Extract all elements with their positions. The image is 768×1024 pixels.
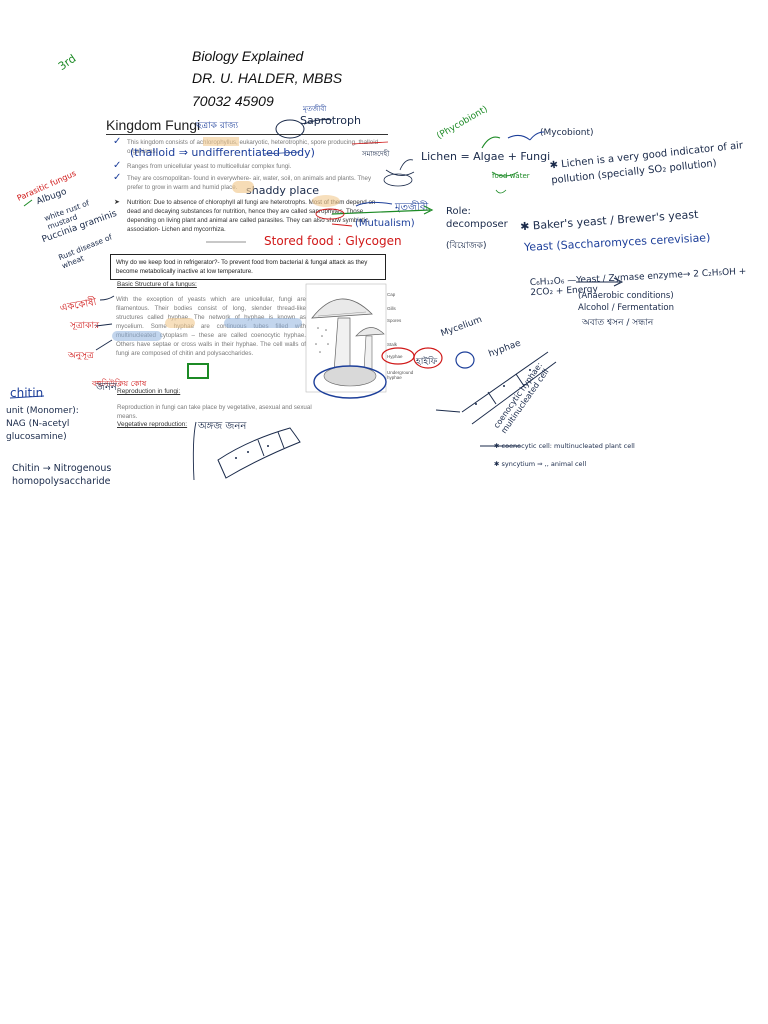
chitin-unit: unit (Monomer): NAG (N-acetyl glucosamin… [6,406,79,442]
fungal-reproduction-note: জনন [96,382,117,393]
coenocytic-note: বহুনিউক্লিয় কোষ [92,379,147,388]
stored-food-label: Stored food : Glycogen [264,234,402,248]
anaerobic-bengali: অবাত শ্বসন / সন্ধান [582,318,654,328]
highlight-hyphae [224,318,302,328]
chitin-definition: Chitin → Nitrogenous homopolysaccharide [12,463,112,487]
bullet-4: Nutrition: Due to absence of chlorophyll… [127,199,376,233]
diagram-label-underground: Underground hyphae [387,370,414,380]
diagram-label-hyphae: Hyphae [387,354,403,359]
header-name: Biology Explained [192,48,304,64]
fridge-question-box: Why do we keep food in refrigerator?- To… [110,254,386,280]
diagram-label-spores: Spores [387,318,402,323]
highlight-achlorophyllus [203,137,239,146]
structure-heading: Basic Structure of a fungus: [117,281,197,288]
mutualism-label: (Mutualism) [355,218,415,229]
bullet-arrow-icon: ➤ [114,199,120,206]
anaerobic-note: (Anaerobic conditions) Alcohol / Ferment… [578,291,674,313]
diagram-label-cap: Cap [387,292,396,297]
reproduction-text: Reproduction in fungi can take place by … [117,404,312,420]
diagram-label-stalk: Stalk [387,342,398,347]
page-title: Kingdom Fungi [106,117,201,133]
saprophytes-note: মৃতজীবী [395,202,429,213]
check-icon: ✓ [113,160,122,171]
shaddy-place: shaddy place [246,184,320,197]
saprotroph-label: Saprotroph [300,114,361,127]
mycobiont-label: (Mycobiont) [540,128,594,138]
food-water: food water [492,172,530,180]
bullet-2: Ranges from unicellular yeast to multice… [127,163,292,170]
syncytium-note: ✱ syncytium ⇒ ,, animal cell [494,460,587,468]
hyphae-note: সূত্রাকার [70,321,100,331]
header-phone: 70032 45909 [192,93,274,109]
bullet-3: They are cosmopolitan- found in everywhe… [127,175,372,191]
coenocytic-bottom-note: ✱ coenocytic cell: multinucleated plant … [494,442,635,450]
lichen-equation: Lichen = Algae + Fungi [421,150,551,163]
title-note: ছত্রাক রাজ্য [196,121,239,131]
check-icon: ✓ [113,172,122,183]
role-decomposer: Role: decomposer [446,206,508,230]
highlight-hyphae-word [165,318,195,328]
thalloid-annotation: (thalloid ⇒ undifferentiated body) [130,146,315,159]
reproduction-heading: Reproduction in fungi: [117,388,181,395]
title-rule [106,134,388,135]
highlight-mycelium [112,331,162,341]
saprotroph-note: মৃতজীবী [303,105,327,113]
veg-note: অঙ্গজ জনন [198,421,247,432]
decomposer-note: (বিয়োজক) [446,241,487,251]
bullet-1: This kingdom consists of achlorophyllus,… [127,139,379,155]
structure-text: With the exception of yeasts which are u… [116,296,306,357]
diagram-label-gills: Gills [387,306,396,311]
mycelium-note: অনুসূত্র [68,351,94,361]
header-doctor: DR. U. HALDER, MBBS [192,70,343,86]
chitin-box [187,363,209,379]
highlight-warm [232,181,254,193]
veg-heading: Vegetative reproduction: [117,421,188,428]
thalloid-note: সমাঙ্গদেহী [362,150,390,158]
check-icon: ✓ [113,136,122,147]
hyphae-label-left: হাইফি [416,357,438,367]
